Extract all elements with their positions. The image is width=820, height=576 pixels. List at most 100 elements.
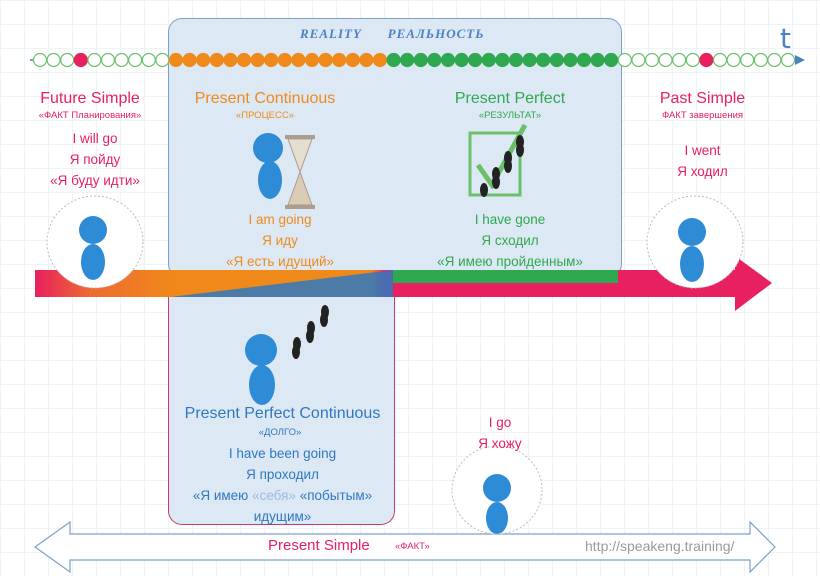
timeline-dot [481, 52, 496, 68]
timeline-dot [400, 52, 415, 68]
continuous-line1: I am going [248, 212, 312, 227]
continuous-sub: «ПРОЦЕСС» [236, 110, 294, 121]
continuous-text: I am going Я иду «Я есть идущий» [200, 209, 360, 272]
ppc-sub: «ДОЛГО» [258, 427, 302, 438]
timeline-dot [712, 52, 728, 68]
timeline-dot [672, 52, 687, 68]
footprint [320, 313, 328, 327]
continuous-wedge [170, 270, 393, 297]
timeline-dot [427, 52, 442, 68]
timeline-dot [604, 52, 619, 68]
perfect-line2: Я сходил [481, 233, 539, 248]
past-sub: ФАКТ завершения [661, 110, 744, 121]
simple-text: I go Я хожу [455, 412, 545, 454]
present-simple-arrow [33, 520, 776, 574]
continuous-title: Present Continuous [194, 90, 336, 107]
perfect-title: Present Perfect [454, 90, 566, 107]
footprints-perfect-icon [480, 135, 524, 197]
footprint [492, 175, 500, 189]
timeline-dot [236, 52, 252, 68]
future-title: Future Simple [40, 90, 140, 107]
timeline-dot [699, 52, 714, 68]
perfect-bar [393, 270, 618, 283]
timeline-dot [644, 52, 660, 68]
timeline-dot [780, 52, 796, 68]
realnost-label: РЕАЛЬНОСТЬ [387, 26, 485, 41]
past-title: Past Simple [659, 90, 746, 107]
timeline-dot [658, 52, 673, 68]
future-line1: I will go [72, 131, 118, 146]
timeline-dot [440, 52, 456, 68]
future-line3: «Я буду идти» [50, 173, 140, 188]
timeline-dot [549, 52, 564, 68]
past-line1: I went [684, 143, 721, 158]
footprint [306, 329, 314, 343]
ppc-line2: Я проходил [246, 467, 319, 482]
timeline-dot [468, 52, 483, 68]
timeline-dot [563, 52, 578, 68]
reality-label: REALITY [300, 26, 362, 41]
figure-continuous-icon [253, 133, 283, 199]
timeline-dot [576, 52, 592, 68]
timeline-dot [740, 52, 755, 68]
timeline-dot [767, 52, 782, 68]
ppc-region [168, 276, 395, 525]
timeline-dot [631, 52, 646, 68]
timeline-dot [726, 52, 741, 68]
timeline-dots [32, 52, 796, 68]
checkmark-box-icon [468, 123, 528, 197]
ppc-title: Present Perfect Continuous [184, 405, 381, 422]
reality-title: REALITY РЕАЛЬНОСТЬ [300, 26, 484, 42]
ppc-text: I have been going Я проходил «Я имею «се… [170, 443, 395, 527]
hourglass-icon [285, 135, 315, 209]
timeline-dot [617, 52, 632, 68]
future-line2: Я пойду [69, 152, 121, 167]
past-text: I went Я ходил [650, 140, 755, 182]
timeline-dot [304, 52, 320, 68]
time-axis-label: t [780, 22, 791, 55]
timeline-dot [87, 52, 102, 68]
timeline-dot [155, 52, 170, 68]
footprint [480, 183, 488, 197]
continuous-line3: «Я есть идущий» [225, 254, 335, 269]
timeline-dot [277, 52, 292, 68]
timeline-dot [454, 52, 469, 68]
future-text: I will go Я пойду «Я буду идти» [30, 128, 160, 191]
past-line2: Я ходил [677, 164, 728, 179]
timeline-dot [359, 52, 374, 68]
timeline-dot [372, 52, 388, 68]
perfect-text: I have gone Я сходил «Я имею пройденным» [415, 209, 605, 272]
simple-bottom-title: Present Simple [268, 537, 370, 554]
time-arrow-head [735, 256, 772, 311]
figure-present-icon [483, 474, 511, 534]
timeline-dot [685, 52, 700, 68]
perfect-line1: I have gone [474, 212, 546, 227]
timeline-dot [413, 52, 428, 68]
timeline-dot [223, 52, 238, 68]
figure-ppc-icon [245, 334, 277, 405]
continuous-line2: Я иду [262, 233, 298, 248]
footprint [516, 143, 524, 157]
footprint [504, 159, 512, 173]
timeline-dot [318, 52, 333, 68]
timeline-dot [73, 52, 88, 68]
timeline-dot [182, 52, 197, 68]
timeline-dot [332, 52, 347, 68]
figure-future-icon [79, 216, 107, 280]
footprint [292, 345, 300, 359]
timeline-dot [32, 52, 48, 68]
timeline-dot [100, 52, 116, 68]
timeline-dot [46, 52, 61, 68]
timeline-dot [508, 52, 524, 68]
timeline-dot [291, 52, 306, 68]
figure-past-icon [678, 218, 706, 282]
timeline-dot [386, 52, 401, 68]
simple-line1: I go [488, 415, 512, 430]
perfect-sub: «РЕЗУЛЬТАТ» [478, 110, 542, 121]
source-url: http://speakeng.training/ [585, 538, 735, 554]
ppc-line3-c: «побытым» [295, 488, 373, 503]
timeline-dot [168, 52, 184, 68]
timeline-dot [264, 52, 279, 68]
timeline-dot [128, 52, 143, 68]
